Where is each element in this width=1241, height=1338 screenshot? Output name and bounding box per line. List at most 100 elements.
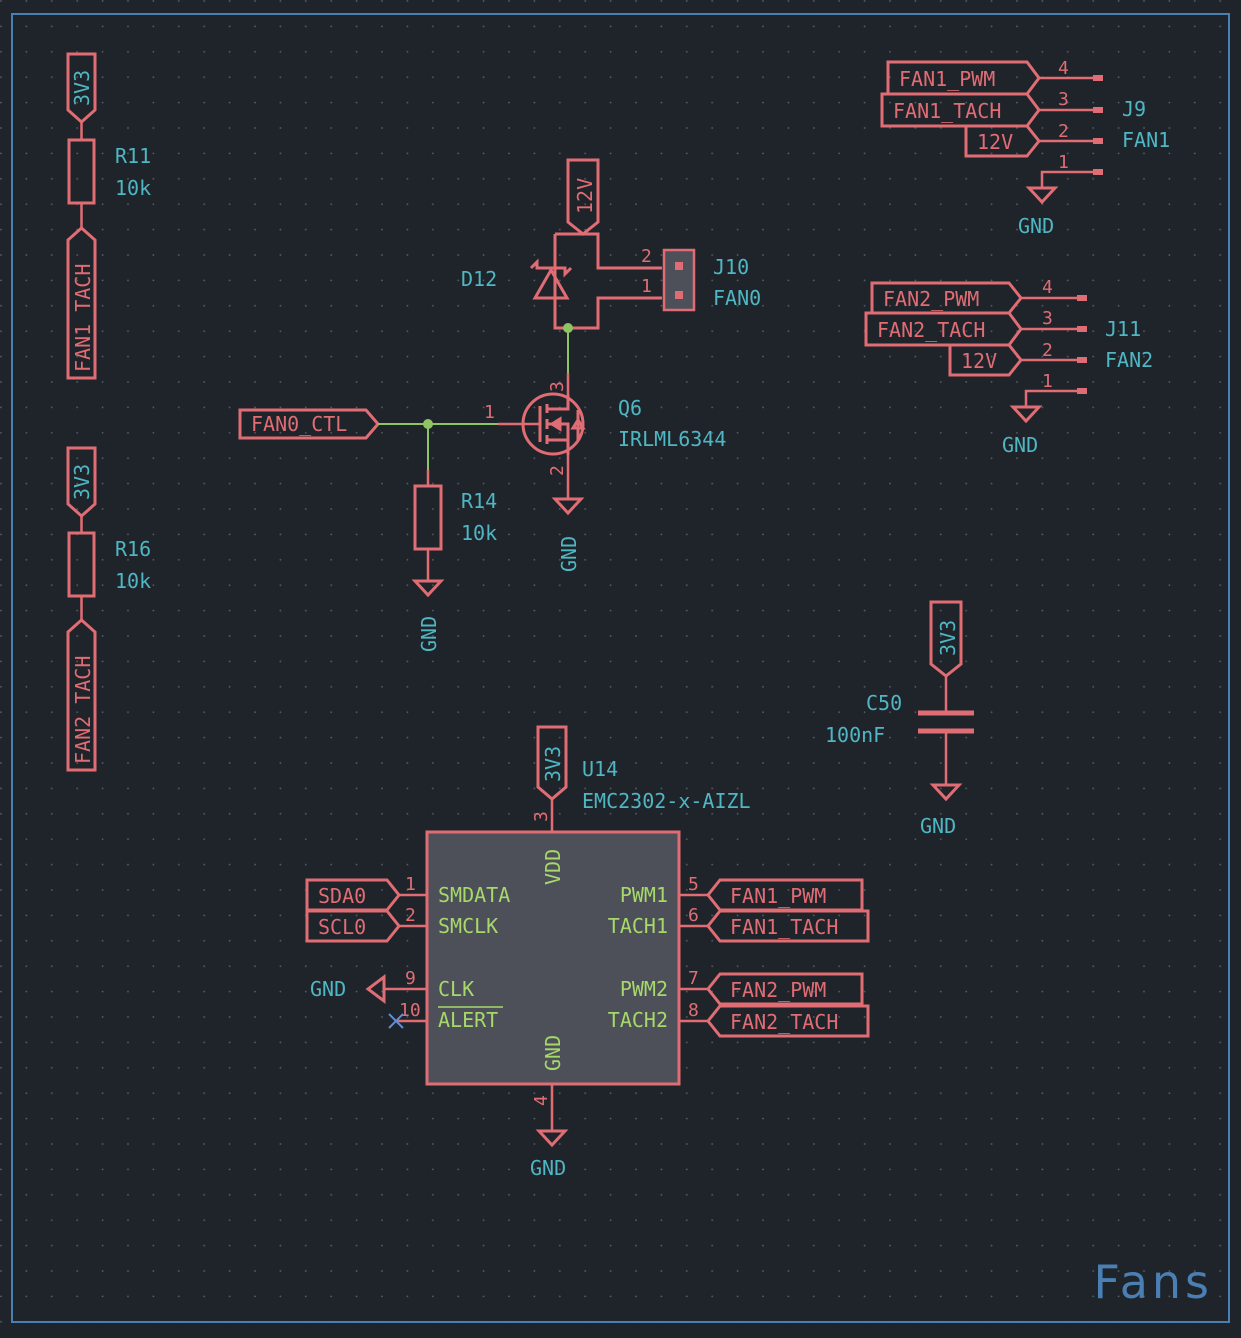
net-label-scl0-text: SCL0 <box>318 915 366 939</box>
gnd-label-q6: GND <box>557 536 581 572</box>
diode-d12 <box>532 266 570 300</box>
power-port-12v-fan0 <box>566 158 600 236</box>
net-label-sda0 <box>305 878 401 912</box>
power-port-3v3-r16 <box>66 446 97 519</box>
net-label-fan0-ctl-text: FAN0_CTL <box>251 412 347 436</box>
gnd-symbol-j9 <box>1025 186 1059 205</box>
sheet-border <box>11 13 1230 1323</box>
pin-name-clk: CLK <box>438 977 474 1001</box>
ic-body-u14 <box>425 830 681 1086</box>
net-label-scl0 <box>305 909 401 943</box>
pin-j11-2: 2 <box>1042 340 1053 361</box>
net-label-fan1-pwm-j9-text: FAN1_PWM <box>899 67 995 91</box>
power-port-3v3-c50 <box>929 600 963 678</box>
pin-num-vdd: 3 <box>531 811 552 822</box>
net-label-12v-j11 <box>948 343 1023 377</box>
no-connect-marker <box>388 1013 404 1029</box>
gnd-symbol-j11 <box>1009 405 1043 424</box>
net-label-12v-j9-text: 12V <box>977 130 1013 154</box>
net-label-fan2-tach-j11-text: FAN2_TACH <box>877 318 985 342</box>
pin-q6-3: 3 <box>547 381 568 392</box>
pin-j10-2: 2 <box>641 246 652 267</box>
net-label-fan2-tach-u14-text: FAN2_TACH <box>730 1010 838 1034</box>
pin-j11-3: 3 <box>1042 308 1053 329</box>
pin-num-pwm1: 5 <box>688 874 699 895</box>
net-label-fan2-tach-u14 <box>706 1004 870 1038</box>
gnd-symbol-c50 <box>929 783 963 802</box>
net-label-12v-j11-text: 12V <box>961 349 997 373</box>
pin-num-gnd: 4 <box>531 1095 552 1106</box>
value-q6: IRLML6344 <box>618 427 726 451</box>
gnd-symbol-q6 <box>551 497 585 516</box>
pin-name-smdata: SMDATA <box>438 883 510 907</box>
pin-j9-3: 3 <box>1058 89 1069 110</box>
pin-j9-2: 2 <box>1058 121 1069 142</box>
pin-num-clk: 9 <box>405 968 416 989</box>
gnd-label-r14: GND <box>417 616 441 652</box>
ref-r14: R14 <box>461 489 497 513</box>
value-j9: FAN1 <box>1122 128 1170 152</box>
value-r14: 10k <box>461 521 497 545</box>
sheet-title: Fans <box>1093 1255 1213 1309</box>
pin-name-tach2: TACH2 <box>608 1008 668 1032</box>
net-label-fan1-pwm-u14-text: FAN1_PWM <box>730 884 826 908</box>
net-label-fan1-tach-j9 <box>880 92 1041 128</box>
net-label-fan1-tach-left <box>66 225 97 380</box>
pin-num-tach1: 6 <box>688 905 699 926</box>
ref-d12: D12 <box>461 267 497 291</box>
net-label-fan0-ctl <box>238 408 380 440</box>
ref-j9: J9 <box>1122 97 1146 121</box>
pin-name-alert: ALERT <box>438 1008 498 1032</box>
net-label-fan2-pwm-j11-text: FAN2_PWM <box>883 287 979 311</box>
gnd-label-clk: GND <box>310 977 346 1001</box>
net-label-fan2-pwm-u14 <box>706 972 864 1006</box>
net-label-fan2-tach-left-text: FAN2_TACH <box>71 656 95 764</box>
net-label-fan1-tach-u14-text: FAN1_TACH <box>730 915 838 939</box>
ref-j10: J10 <box>713 255 749 279</box>
j9-group: FAN1_PWM FAN1_TACH 12V 4 3 2 1 J9 FAN1 G… <box>880 58 1170 238</box>
u14-group: 3V3 3 U14 EMC2302-x-AIZL VDD GND SMDATA … <box>305 725 870 1180</box>
value-j10: FAN0 <box>713 286 761 310</box>
pin-name-gnd: GND <box>541 1035 565 1071</box>
power-label-12v-fan0: 12V <box>573 178 597 214</box>
pin-num-tach2: 8 <box>688 1000 699 1021</box>
gnd-symbol-clk <box>365 974 386 1004</box>
net-label-12v-j9 <box>964 124 1041 158</box>
gnd-symbol-r14 <box>411 579 445 598</box>
fan0-driver-group: 12V D12 2 1 J10 FAN0 1 2 3 Q6 <box>238 158 761 652</box>
pin-name-pwm2: PWM2 <box>620 977 668 1001</box>
r11-group: 3V3 R11 10k FAN1_TACH <box>66 52 151 380</box>
net-label-fan1-pwm-j9 <box>886 60 1041 96</box>
net-label-fan2-tach-j11 <box>864 311 1023 347</box>
connector-j10 <box>662 248 696 312</box>
net-label-fan1-tach-u14 <box>706 909 870 943</box>
value-j11: FAN2 <box>1105 348 1153 372</box>
pin-name-pwm1: PWM1 <box>620 883 668 907</box>
ref-u14: U14 <box>582 757 618 781</box>
ref-j11: J11 <box>1105 317 1141 341</box>
value-r16: 10k <box>115 569 151 593</box>
power-label-3v3-r11: 3V3 <box>70 70 94 106</box>
net-label-fan2-tach-left <box>66 617 97 772</box>
pin-num-smdata: 1 <box>405 874 416 895</box>
value-r11: 10k <box>115 176 151 200</box>
pin-num-alert: 10 <box>399 1000 421 1021</box>
j11-group: FAN2_PWM FAN2_TACH 12V 4 3 2 1 J11 FAN2 … <box>864 277 1153 457</box>
gnd-label-u14: GND <box>530 1156 566 1180</box>
gnd-label-j9: GND <box>1018 214 1054 238</box>
value-u14: EMC2302-x-AIZL <box>582 789 751 813</box>
net-label-fan2-pwm-u14-text: FAN2_PWM <box>730 978 826 1002</box>
pin-j11-4: 4 <box>1042 277 1053 298</box>
net-label-sda0-text: SDA0 <box>318 884 366 908</box>
power-label-3v3-r16: 3V3 <box>70 464 94 500</box>
pin-q6-2: 2 <box>547 465 568 476</box>
power-port-3v3-r11 <box>66 52 97 125</box>
pin-name-tach1: TACH1 <box>608 914 668 938</box>
net-label-fan1-tach-j9-text: FAN1_TACH <box>893 99 1001 123</box>
gnd-label-j11: GND <box>1002 433 1038 457</box>
r16-group: 3V3 R16 10k FAN2_TACH <box>66 446 151 772</box>
pin-name-smclk: SMCLK <box>438 914 498 938</box>
ref-q6: Q6 <box>618 396 642 420</box>
